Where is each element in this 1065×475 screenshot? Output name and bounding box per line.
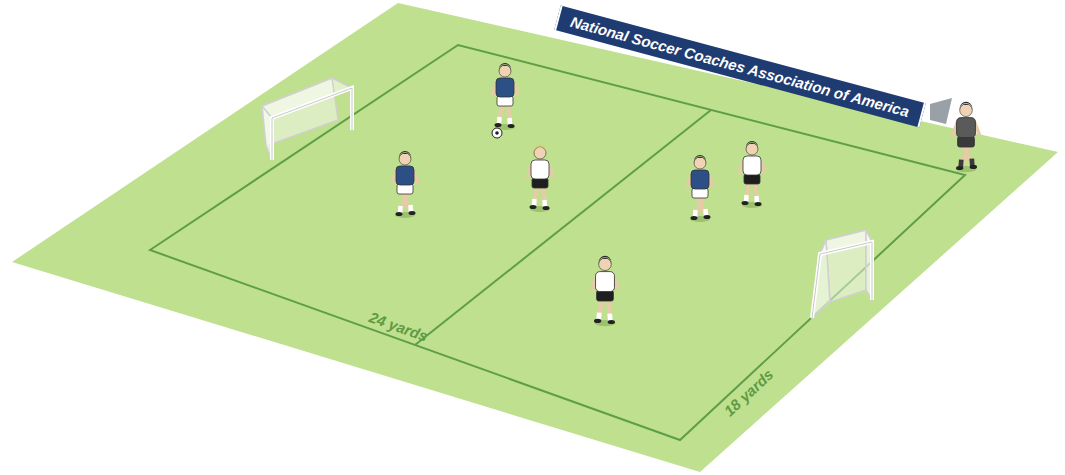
player-sock [958, 160, 963, 167]
player-shorts [597, 291, 614, 302]
player-leg [746, 182, 749, 202]
player-figure [392, 151, 418, 218]
player-boot [495, 123, 502, 127]
player-sock [398, 206, 403, 213]
player-sock [703, 209, 708, 216]
player-boot [409, 211, 416, 215]
player-leg [534, 186, 537, 206]
player-sock [596, 313, 601, 320]
goal-frame-edge [272, 88, 352, 160]
player-sock [542, 200, 547, 207]
player-boot [755, 202, 762, 206]
player-hair [399, 151, 411, 159]
player-sock [744, 195, 749, 202]
player-sock [754, 196, 759, 203]
goal-frame [272, 88, 352, 160]
player-shorts [497, 96, 513, 106]
player-boot [508, 124, 515, 128]
player-sock [693, 210, 698, 217]
player-figure [687, 155, 713, 222]
player-boot [608, 320, 615, 324]
goal-frame-edge [812, 242, 872, 318]
soccer-ball [492, 128, 502, 138]
player-leg [695, 196, 703, 217]
player-shorts [397, 184, 413, 194]
player-sock [497, 117, 502, 124]
goal-frame [812, 242, 872, 318]
player-hair [499, 63, 511, 71]
grass-ground [12, 3, 1058, 472]
player-figure [527, 145, 553, 212]
player-shirt [691, 170, 709, 189]
player-boot [704, 215, 711, 219]
player-shirt [396, 166, 414, 185]
player-head [599, 258, 612, 271]
player-shirt [596, 272, 615, 292]
player-boot [543, 206, 550, 210]
player-boot [691, 216, 698, 220]
player-leg [755, 182, 757, 203]
player-leg [543, 186, 545, 207]
banner-end [930, 98, 952, 124]
player-sock [607, 314, 612, 321]
player-figure [739, 141, 765, 208]
player-shadow [690, 216, 710, 222]
player-boot [742, 201, 749, 205]
player-shirt [496, 78, 514, 97]
player-leg [599, 299, 602, 320]
ball-patch [495, 131, 499, 135]
player-boot [594, 319, 601, 323]
player-shirt [957, 118, 976, 138]
player-boot [956, 166, 963, 170]
player-figure [952, 102, 979, 172]
player-hair [534, 145, 546, 153]
player-leg [400, 192, 408, 213]
player-hair [746, 141, 758, 149]
player-shorts [532, 178, 548, 188]
player-shadow [742, 202, 762, 208]
player-shirt [743, 156, 761, 175]
player-shorts [958, 137, 975, 148]
player-leg [499, 104, 502, 124]
player-leg [961, 145, 969, 167]
player-sock [969, 159, 974, 166]
player-boot [970, 165, 977, 169]
left-goal [262, 78, 352, 160]
player-sock [408, 205, 413, 212]
ball-body [492, 128, 502, 138]
player-boot [530, 205, 537, 209]
player-shorts [744, 174, 760, 184]
goal-net-back [826, 230, 866, 302]
player-hair [599, 256, 612, 264]
player-shirt [531, 160, 549, 179]
player-sock [532, 199, 537, 206]
player-head [746, 143, 758, 155]
halfway-line [415, 110, 711, 345]
player-leg [608, 299, 610, 321]
player-shadow [530, 206, 550, 212]
right-goal [812, 230, 872, 318]
player-figure [591, 256, 618, 326]
player-hair [960, 102, 973, 110]
player-leg [508, 104, 510, 125]
player-head [694, 157, 706, 169]
player-head [534, 147, 546, 159]
player-shorts [692, 188, 708, 198]
player-head [960, 104, 973, 117]
player-head [499, 65, 511, 77]
player-head [399, 153, 411, 165]
player-hair [694, 155, 706, 163]
player-boot [396, 212, 403, 216]
player-sock [507, 118, 512, 125]
player-figure [492, 63, 518, 130]
player-shadow [395, 212, 415, 218]
